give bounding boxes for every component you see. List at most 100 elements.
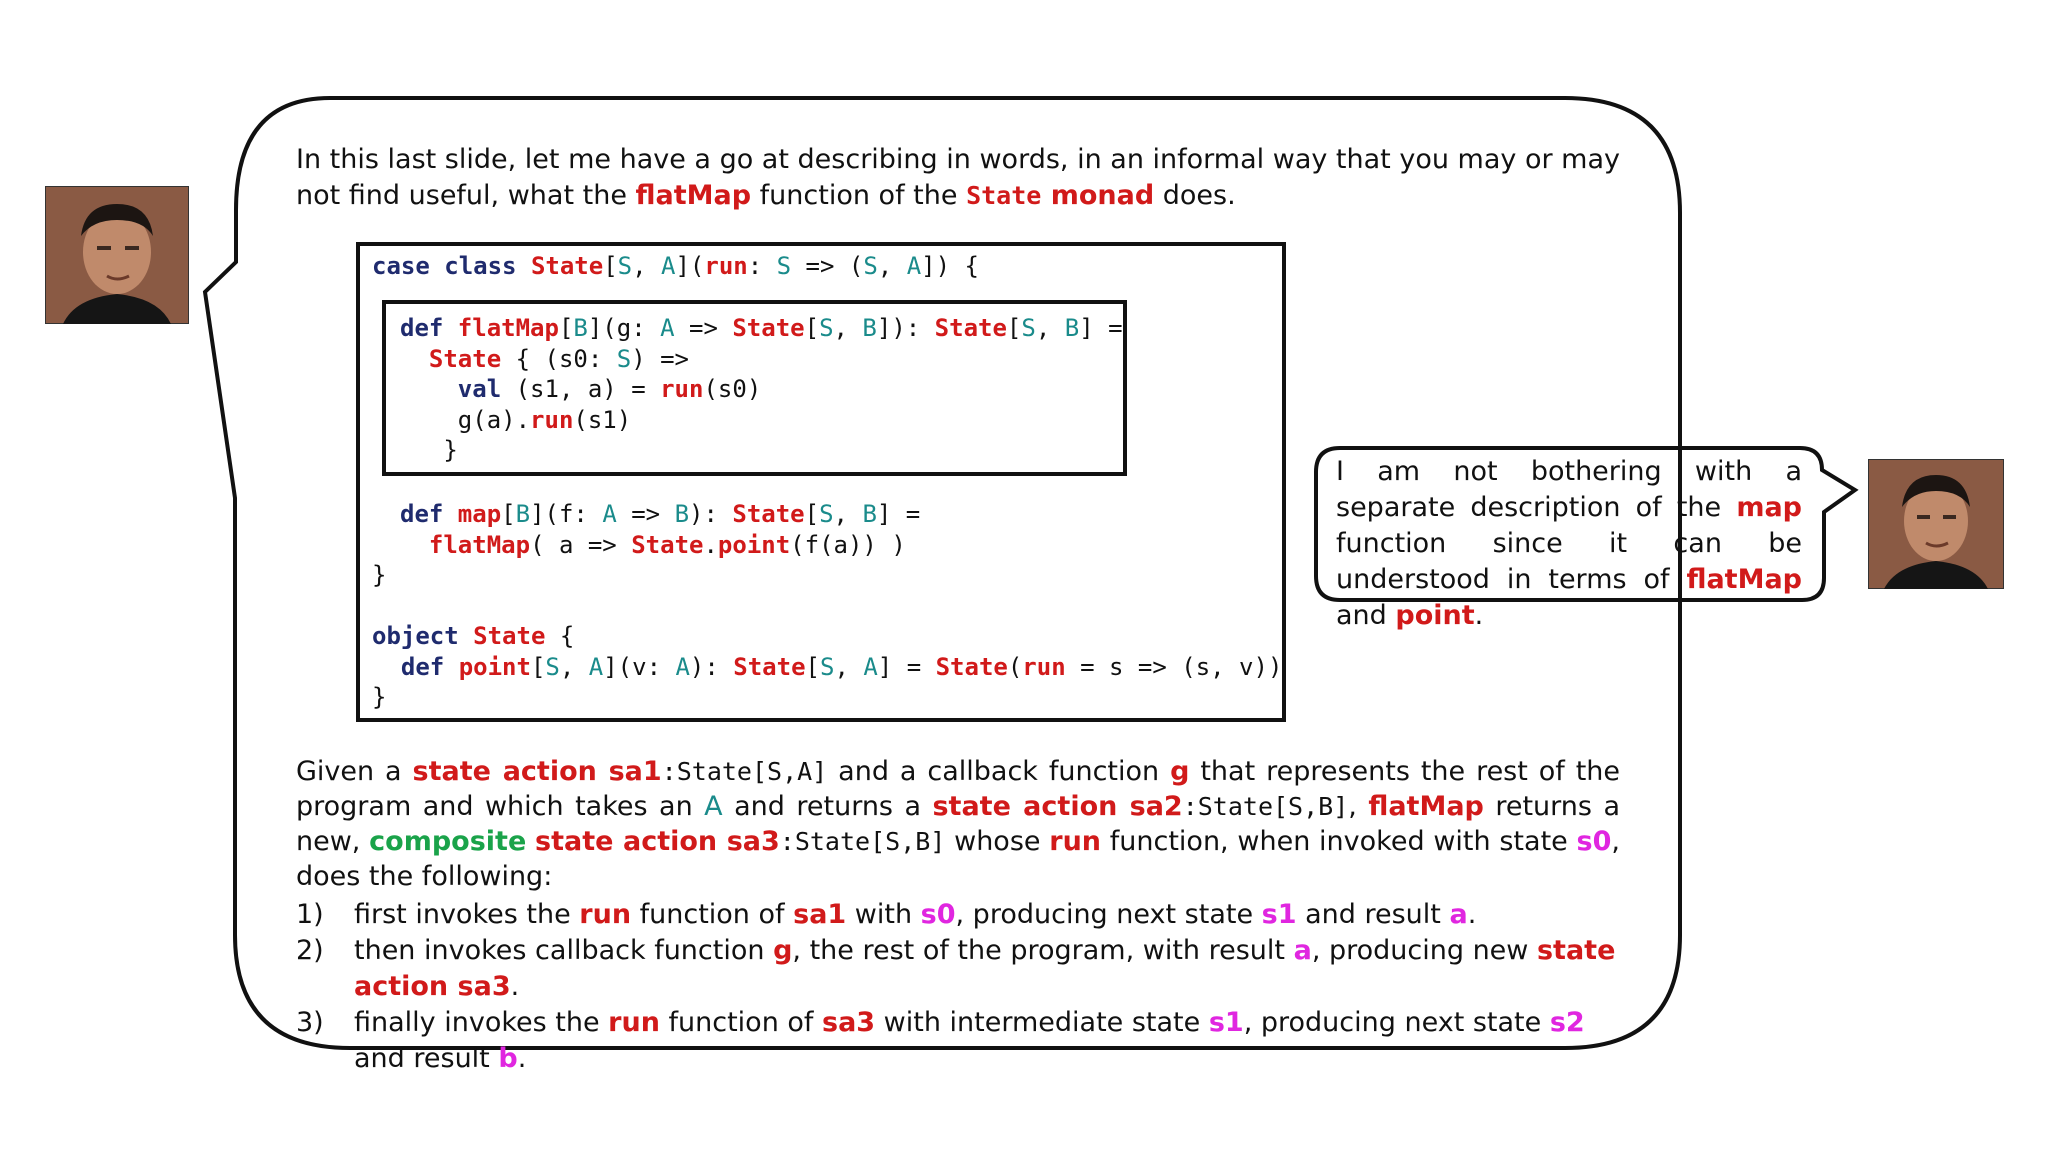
code-flatmap-def: def flatMap[B](g: A => State[S, B]): Sta… — [400, 313, 1123, 466]
code-token: S — [776, 252, 792, 280]
code-token: run — [704, 252, 748, 280]
code-token: (s1, a) = — [501, 375, 661, 403]
code-token: , — [1035, 314, 1065, 342]
code-token: flatMap — [457, 314, 559, 342]
code-token: [ — [558, 314, 574, 342]
code-token: (f(a)) ) — [790, 530, 906, 559]
code-token: ): — [689, 500, 733, 528]
code-token: , — [833, 500, 863, 528]
code-token: , — [877, 252, 907, 280]
code-token: map — [457, 500, 502, 528]
steps-list: 1) first invokes the run function of sa1… — [296, 897, 1636, 1077]
code-token: [ — [1006, 314, 1022, 342]
code-token: val — [457, 375, 502, 403]
code-line: case class State[S, A](run: S => (S, A])… — [372, 251, 979, 282]
code-token: State — [631, 530, 704, 559]
code-token: State — [935, 652, 1008, 681]
code-line: def map[B](f: A => B): State[S, B] = — [400, 499, 920, 530]
code-token: = s => (s, v)) — [1065, 652, 1283, 681]
code-token: run — [660, 375, 704, 403]
code-token: State — [733, 652, 806, 681]
code-token: A — [863, 652, 878, 681]
code-token: object — [372, 622, 474, 650]
code-token — [400, 345, 429, 373]
code-token: flatMap — [428, 530, 531, 559]
code-token: [ — [501, 500, 516, 528]
code-token: => — [616, 500, 675, 528]
code-token: A — [602, 500, 617, 528]
code-token: ]( — [675, 252, 705, 280]
code-token: } — [372, 683, 387, 711]
code-token: ]): — [876, 314, 935, 342]
code-token: , — [833, 314, 863, 342]
code-token: def — [400, 314, 458, 342]
code-token — [400, 531, 429, 559]
speaker-portrait-left — [45, 186, 189, 324]
code-token: ( — [1007, 652, 1023, 681]
code-token: { (s0: — [501, 344, 617, 373]
code-token: State — [934, 314, 1007, 342]
code-token: B — [573, 314, 588, 342]
code-token: [ — [805, 652, 820, 681]
code-token: S — [819, 500, 834, 528]
code-line: flatMap( a => State.point(f(a)) ) — [400, 530, 920, 561]
step-item: 2) then invokes callback function g, the… — [296, 935, 1616, 1002]
code-token: (s0) — [703, 375, 762, 403]
code-token: point — [717, 530, 791, 559]
description-paragraph: Given a state action sa1:State[S,A] and … — [296, 756, 1621, 892]
code-token: S — [863, 252, 878, 280]
code-token: point — [458, 652, 531, 681]
code-token: , — [559, 652, 589, 681]
code-token: ](v: — [603, 652, 676, 681]
code-token: A — [660, 314, 675, 342]
code-case-class-line: case class State[S, A](run: S => (S, A])… — [372, 251, 979, 282]
code-token: run — [530, 405, 574, 434]
code-close-brace: } — [372, 561, 387, 589]
code-line: } — [372, 682, 1282, 713]
code-line: State { (s0: S) => — [400, 344, 1123, 375]
code-token: B — [862, 314, 877, 342]
code-token: run — [1022, 652, 1066, 681]
code-line: } — [400, 435, 1123, 466]
code-token: def — [400, 652, 459, 681]
code-token: [ — [804, 500, 820, 528]
code-token: { — [545, 622, 575, 650]
code-token: => — [674, 314, 733, 342]
code-token: case class — [372, 252, 531, 280]
code-token: S — [819, 652, 835, 681]
code-token: ]) { — [921, 252, 979, 280]
code-token: ] = — [877, 652, 936, 681]
code-token: State — [732, 500, 805, 528]
code-token: g(a). — [400, 405, 531, 434]
code-token: ] = — [1079, 314, 1123, 342]
code-token: B — [1064, 314, 1080, 342]
code-token: A — [588, 652, 604, 681]
code-token: ](g: — [587, 314, 661, 342]
intro-text: In this last slide, let me have a go at … — [296, 144, 1620, 211]
code-token: State — [732, 314, 805, 342]
code-token: State — [473, 622, 546, 650]
code-token: B — [515, 500, 531, 528]
code-token: def — [400, 500, 458, 528]
code-token: ] = — [876, 500, 921, 528]
code-object-state: object State { def point[S, A](v: A): St… — [372, 621, 1282, 713]
speaker-portrait-right — [1868, 459, 2004, 589]
code-token: [ — [603, 252, 618, 280]
code-token: State — [428, 344, 502, 373]
code-token: State — [530, 252, 604, 280]
code-token: S — [617, 252, 633, 280]
code-map-def: def map[B](f: A => B): State[S, B] = fla… — [400, 499, 920, 560]
code-token: S — [819, 314, 834, 342]
code-token: ](f: — [530, 500, 603, 528]
code-token: (s1) — [573, 405, 632, 434]
code-token: ): — [689, 652, 734, 681]
code-token: A — [906, 252, 922, 280]
code-token: S — [545, 652, 560, 681]
code-token: A — [675, 652, 690, 681]
code-line: def point[S, A](v: A): State[S, A] = Sta… — [372, 652, 1283, 683]
code-token: ( a => — [530, 530, 632, 559]
code-token — [400, 375, 458, 403]
code-token: A — [661, 252, 676, 280]
